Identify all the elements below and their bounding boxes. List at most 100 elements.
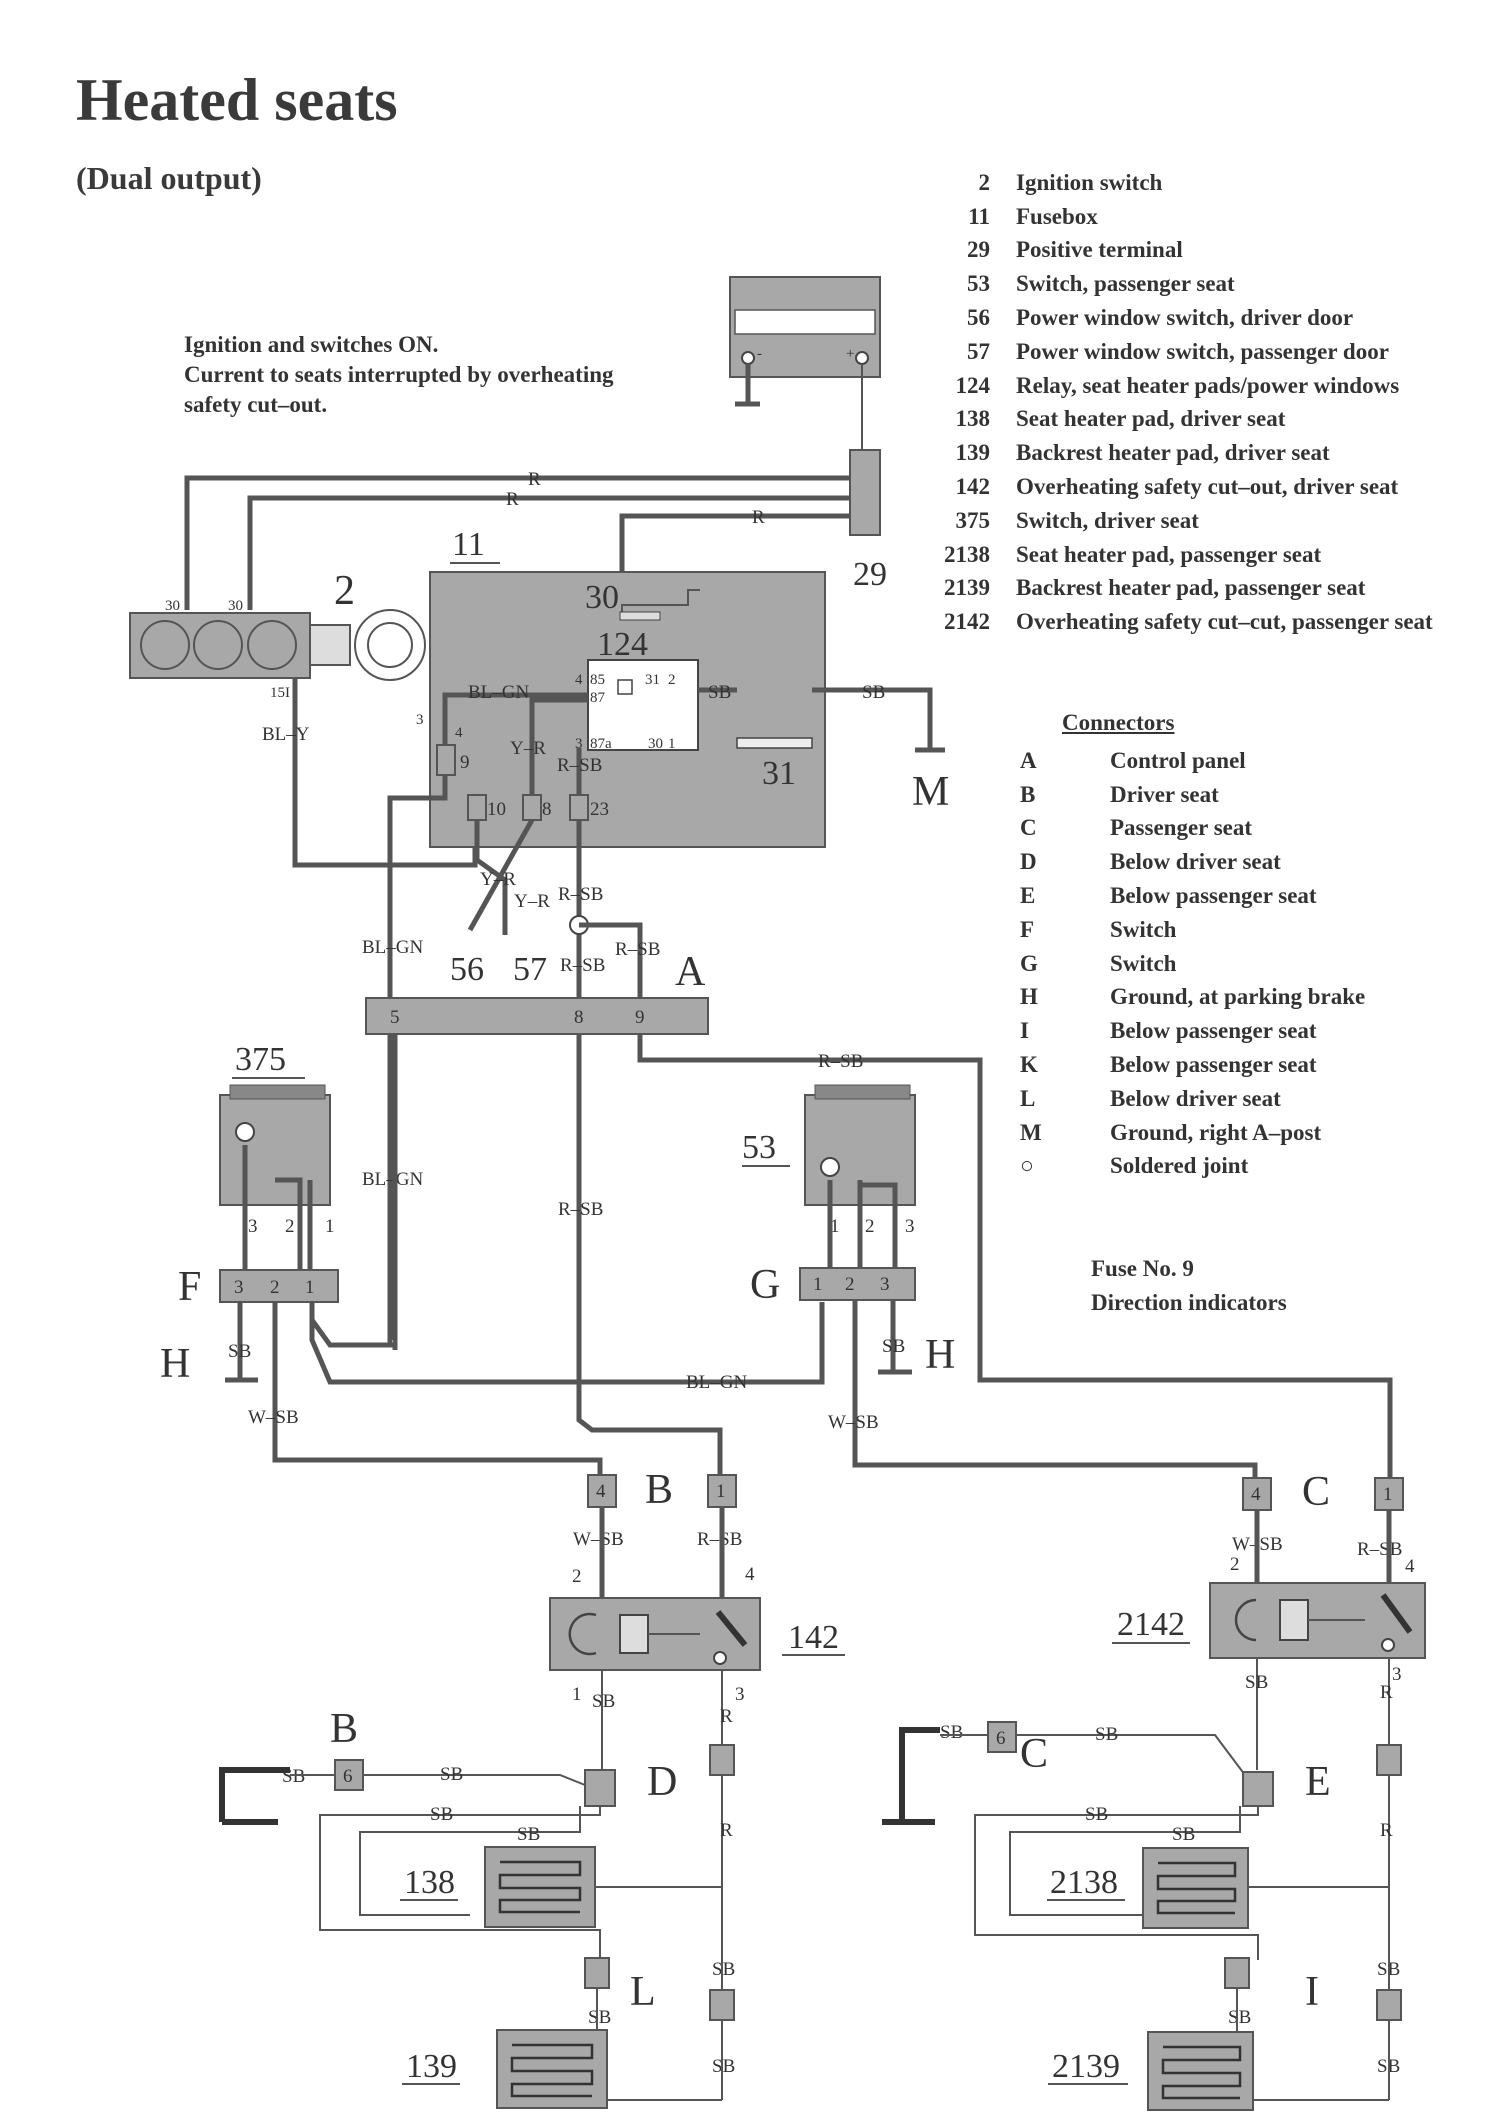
- svg-text:3: 3: [575, 736, 583, 752]
- svg-text:6: 6: [343, 1766, 353, 1787]
- connector-d: D: [584, 1759, 677, 1807]
- svg-text:31: 31: [762, 755, 796, 792]
- svg-text:R: R: [1380, 1820, 1393, 1841]
- svg-text:4: 4: [575, 672, 583, 688]
- svg-text:8: 8: [574, 1007, 584, 1028]
- backrest-heater-pad-139: 139: [402, 2029, 608, 2109]
- svg-text:W–SB: W–SB: [573, 1529, 624, 1550]
- ignition-switch: 2 30 30 15I: [129, 568, 426, 701]
- svg-text:R: R: [1380, 1682, 1393, 1703]
- svg-text:SB: SB: [1172, 1824, 1195, 1845]
- svg-text:375: 375: [235, 1041, 286, 1078]
- svg-text:Y–R: Y–R: [510, 738, 546, 759]
- svg-text:1: 1: [572, 1684, 582, 1705]
- page-subtitle: (Dual output): [76, 160, 262, 196]
- svg-text:1: 1: [668, 736, 676, 752]
- connector-b6-ground: 6 B SB: [219, 1706, 364, 1825]
- svg-text:C: C: [1020, 1731, 1048, 1777]
- svg-text:R: R: [528, 469, 541, 490]
- svg-text:3: 3: [735, 1684, 745, 1705]
- svg-text:2142: 2142: [1117, 1606, 1185, 1643]
- svg-text:G: G: [750, 1262, 780, 1308]
- svg-text:10: 10: [487, 799, 506, 820]
- operating-note: Ignition and switches ON. Current to sea…: [184, 332, 614, 417]
- page-title: Heated seats: [76, 67, 398, 133]
- svg-text:2139: 2139: [1052, 2048, 1120, 2085]
- svg-text:30: 30: [228, 598, 243, 614]
- svg-text:4: 4: [596, 1481, 606, 1502]
- svg-text:57: 57: [513, 951, 547, 988]
- svg-text:BL–GN: BL–GN: [362, 937, 424, 958]
- svg-text:BL–GN: BL–GN: [468, 682, 530, 703]
- svg-text:H: H: [160, 1341, 190, 1387]
- connector-row: ○Soldered joint: [1020, 1153, 1249, 1179]
- svg-text:139: 139: [406, 2048, 457, 2085]
- connector-g: 1 2 3 G: [750, 1262, 916, 1308]
- svg-text:R–SB: R–SB: [557, 755, 602, 776]
- svg-text:SB: SB: [1085, 1804, 1108, 1825]
- backrest-heater-pad-2139: 2139: [1048, 2031, 1254, 2111]
- svg-text:C: C: [1302, 1469, 1330, 1515]
- svg-text:SB: SB: [708, 682, 731, 703]
- svg-text:8: 8: [542, 799, 552, 820]
- connector-f: 3 2 1 F: [178, 1264, 339, 1310]
- svg-text:5: 5: [390, 1007, 400, 1028]
- svg-text:3: 3: [1392, 1664, 1402, 1685]
- svg-text:SB: SB: [1095, 1724, 1118, 1745]
- svg-text:9: 9: [635, 1007, 645, 1028]
- svg-text:D: D: [647, 1759, 677, 1805]
- svg-text:31: 31: [645, 672, 660, 688]
- svg-text:53: 53: [742, 1129, 776, 1166]
- connector-b: 4 1 B W–SB R–SB: [573, 1467, 742, 1550]
- svg-text:BL–Y: BL–Y: [262, 724, 310, 745]
- svg-text:SB: SB: [517, 1824, 540, 1845]
- fuse-note: Fuse No. 9 Direction indicators: [1091, 1256, 1287, 1315]
- svg-text:SB: SB: [1245, 1672, 1268, 1693]
- seat-heater-pad-2138: 2138: [1047, 1847, 1249, 1929]
- overheating-cutout-142: 2 4 1 3 142: [549, 1564, 845, 1705]
- svg-text:85: 85: [590, 672, 605, 688]
- overheating-cutout-2142: 2 4 3 2142: [1112, 1554, 1426, 1685]
- svg-text:SB: SB: [228, 1341, 251, 1362]
- svg-text:4: 4: [1405, 1556, 1415, 1577]
- svg-text:Y–R: Y–R: [514, 891, 550, 912]
- wire-r-sb-a8-to-b1: [576, 1034, 723, 1475]
- svg-text:R: R: [506, 489, 519, 510]
- svg-text:3: 3: [416, 712, 424, 728]
- svg-text:SB: SB: [588, 2007, 611, 2028]
- connector-heading: Connectors: [1062, 710, 1175, 735]
- svg-text:4: 4: [745, 1564, 755, 1585]
- svg-text:2: 2: [845, 1274, 855, 1295]
- svg-text:4: 4: [1251, 1484, 1261, 1505]
- svg-text:3: 3: [248, 1216, 258, 1237]
- connector-e-pin: [1376, 1744, 1402, 1776]
- svg-text:1: 1: [716, 1481, 726, 1502]
- svg-text:2: 2: [1230, 1554, 1240, 1575]
- svg-text:H: H: [925, 1332, 955, 1378]
- svg-text:W–SB: W–SB: [828, 1412, 879, 1433]
- svg-text:2: 2: [285, 1216, 295, 1237]
- svg-text:9: 9: [460, 752, 470, 773]
- wire-r-to-ignition-b: [247, 495, 850, 610]
- svg-text:R–SB: R–SB: [558, 1199, 603, 1220]
- svg-text:M: M: [912, 769, 949, 815]
- svg-text:56: 56: [450, 951, 484, 988]
- svg-text:87a: 87a: [590, 736, 612, 752]
